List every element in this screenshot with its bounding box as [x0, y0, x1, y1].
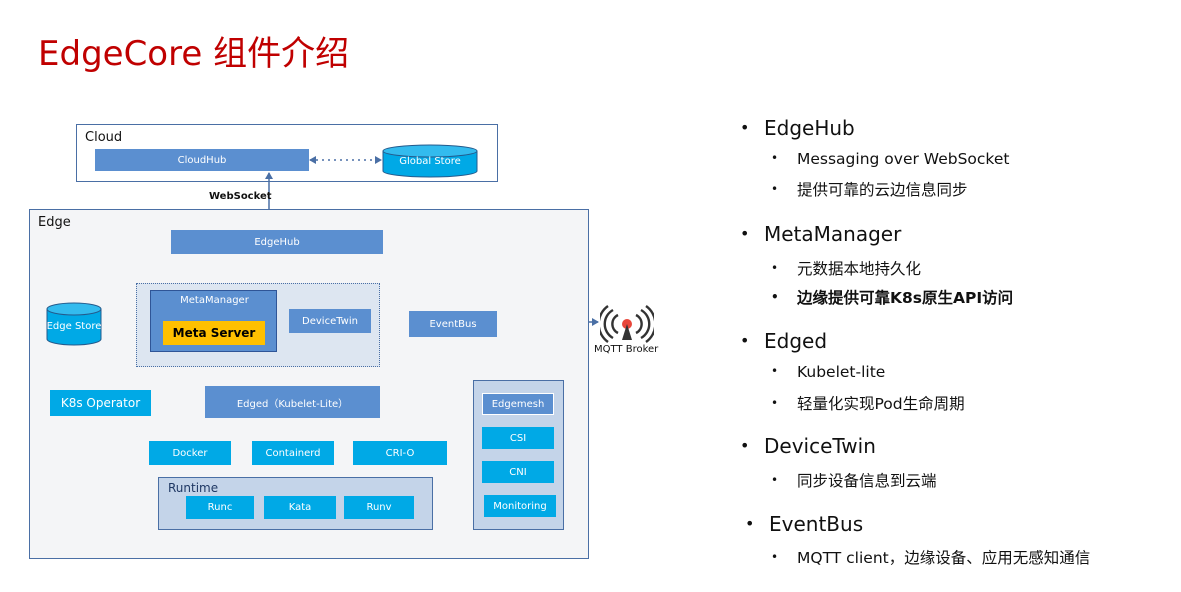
mqtt-broker-label: MQTT Broker [594, 344, 659, 355]
cni-box: CNI [482, 461, 554, 483]
edge-store-label: Edge Store [46, 321, 102, 332]
cloud-region: Cloud [76, 124, 498, 182]
bullet-edgehub-item-2: 提供可靠的云边信息同步 [771, 178, 968, 200]
metamanager-label: MetaManager [180, 295, 249, 306]
global-store-cylinder [382, 144, 478, 178]
edge-label: Edge [38, 215, 71, 230]
edge-store-cylinder [46, 302, 102, 346]
mqtt-broker-icon [600, 305, 654, 343]
cloudhub-box: CloudHub [95, 149, 309, 171]
bullet-edged-item-1: Kubelet-lite [771, 363, 885, 381]
bullet-devicetwin-item-1: 同步设备信息到云端 [771, 469, 937, 491]
monitoring-box: Monitoring [484, 495, 556, 517]
kata-box: Kata [264, 496, 336, 519]
bullet-eventbus: EventBus [745, 512, 863, 536]
runv-box: Runv [344, 496, 414, 519]
global-store-label: Global Store [399, 156, 461, 167]
eventbus-box: EventBus [409, 311, 497, 337]
cloud-label: Cloud [85, 130, 123, 145]
bullet-metamanager-item-2: 边缘提供可靠K8s原生API访问 [771, 286, 1013, 308]
edgemesh-box: Edgemesh [482, 393, 554, 415]
docker-box: Docker [149, 441, 231, 465]
bullet-metamanager-item-1: 元数据本地持久化 [771, 257, 921, 279]
bullet-eventbus-item-1: MQTT client，边缘设备、应用无感知通信 [771, 546, 1090, 568]
bullet-edged: Edged [740, 329, 827, 353]
crio-box: CRI-O [353, 441, 447, 465]
websocket-label: WebSocket [209, 191, 272, 202]
runc-box: Runc [186, 496, 254, 519]
bullet-edged-item-2: 轻量化实现Pod生命周期 [771, 392, 965, 414]
edgehub-box: EdgeHub [171, 230, 383, 254]
bullet-devicetwin: DeviceTwin [740, 434, 876, 458]
runtime-label: Runtime [168, 481, 219, 495]
meta-server-box: Meta Server [163, 321, 265, 345]
containerd-box: Containerd [252, 441, 334, 465]
k8s-operator-box: K8s Operator [50, 390, 151, 416]
bullet-edgehub-item-1: Messaging over WebSocket [771, 150, 1009, 168]
bullet-edgehub: EdgeHub [740, 116, 855, 140]
csi-box: CSI [482, 427, 554, 449]
page-title: EdgeCore 组件介绍 [38, 34, 350, 74]
edged-box: Edged（Kubelet-Lite） [205, 386, 380, 418]
bullet-metamanager: MetaManager [740, 222, 901, 246]
devicetwin-box: DeviceTwin [289, 309, 371, 333]
